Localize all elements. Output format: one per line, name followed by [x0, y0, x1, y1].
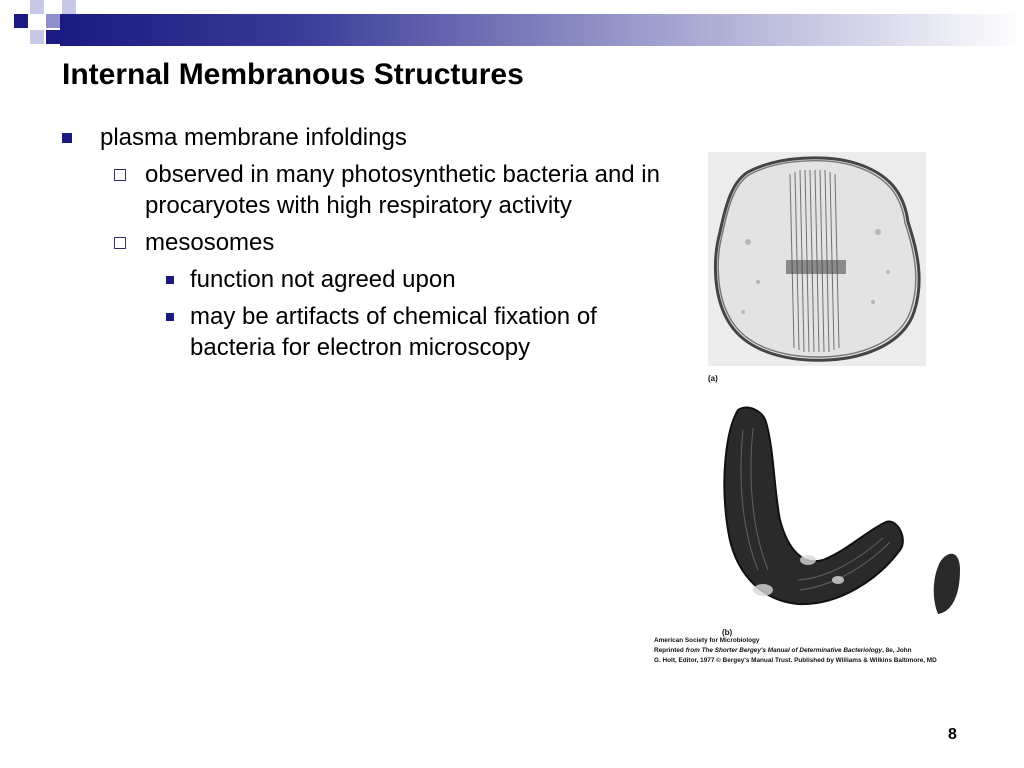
sub-bullet-item: observed in many photosynthetic bacteria… [62, 159, 662, 221]
micrograph-a-image [708, 152, 926, 366]
title-banner [0, 0, 1024, 46]
micrograph-figure: (a) (b) American Society for Microbiolog… [650, 150, 980, 670]
hollow-square-bullet-icon [114, 227, 126, 258]
banner-square [14, 14, 28, 28]
credit-text: Reprinted [654, 647, 686, 654]
slide-title: Internal Membranous Structures [62, 58, 524, 91]
sub-bullet-item: mesosomes [62, 227, 662, 258]
bullet-text: plasma membrane infoldings [100, 124, 407, 151]
micrograph-b-image [723, 406, 960, 614]
credit-line: American Society for Microbiology [654, 637, 760, 644]
sub-bullet-text: observed in many photosynthetic bacteria… [145, 161, 660, 219]
page-number: 8 [948, 726, 957, 743]
credit-line: Reprinted from The Shorter Bergey's Manu… [654, 646, 980, 656]
figure-label-a: (a) [708, 374, 718, 383]
sub-sub-bullet-item: may be artifacts of chemical fixation of… [62, 301, 662, 363]
sub-bullet-text: mesosomes [145, 229, 275, 256]
sub-sub-bullet-item: function not agreed upon [62, 264, 662, 295]
hollow-square-bullet-icon [114, 159, 126, 190]
bullet-item: plasma membrane infoldings [62, 122, 662, 153]
banner-square [46, 14, 60, 28]
square-bullet-icon [166, 264, 174, 295]
square-bullet-icon [166, 301, 174, 332]
sub-sub-bullet-text: may be artifacts of chemical fixation of… [190, 303, 597, 361]
banner-square [30, 30, 44, 44]
credit-text: , 8e, John [882, 647, 912, 654]
credit-text: from [685, 647, 702, 654]
bullet-list: plasma membrane infoldings observed in m… [62, 122, 662, 369]
figure-label-b: (b) [722, 628, 733, 637]
banner-square [62, 0, 76, 14]
credit-line: G. Holt, Editor, 1977 © Bergey's Manual … [654, 657, 937, 664]
banner-gradient [60, 14, 1024, 46]
banner-square [46, 30, 60, 44]
figure-credit: American Society for Microbiology Reprin… [654, 636, 980, 666]
credit-book-title: The Shorter Bergey's Manual of Determina… [701, 647, 883, 654]
sub-sub-bullet-text: function not agreed upon [190, 266, 456, 293]
banner-square [30, 0, 44, 14]
square-bullet-icon [62, 122, 72, 153]
